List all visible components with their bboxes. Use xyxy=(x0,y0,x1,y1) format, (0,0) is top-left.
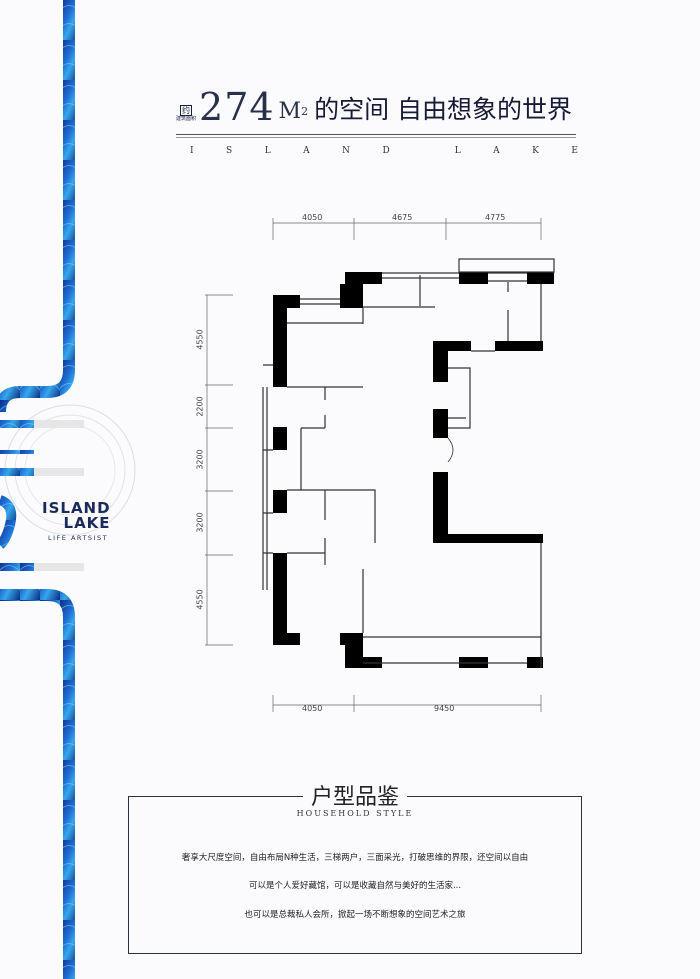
decorative-blue-band xyxy=(0,0,136,979)
description-line: 奢享大尺度空间，自由布局N种生活，三梯两户，三面采光，打破思维的界限，还空间以自… xyxy=(181,853,529,863)
dim-left-1: 4550 xyxy=(195,329,205,350)
area-unit: M2 xyxy=(278,99,309,124)
dim-left-4: 3200 xyxy=(195,512,205,533)
divider xyxy=(176,137,576,138)
dim-left-2: 2200 xyxy=(195,396,205,417)
partitions xyxy=(262,258,555,668)
walls xyxy=(273,272,554,668)
dim-bottom-2: 9450 xyxy=(434,704,455,713)
description-line: 也可以是总裁私人会所，掀起一场不断想象的空间艺术之旅 xyxy=(244,910,466,920)
description-box: 户型品鉴 HOUSEHOLD STYLE 奢享大尺度空间，自由布局N种生活，三梯… xyxy=(128,785,582,954)
logo-wordmark: ISLAND LAKE xyxy=(42,501,111,531)
badge-main: 约 xyxy=(180,105,192,116)
logo-tagline: LIFE ARTSIST xyxy=(48,534,109,542)
headline: 约 建筑面积 274 M2 的空间 自由想象的世界 xyxy=(176,86,572,126)
description-line: 可以是个人爱好藏馆，可以是收藏自然与美好的生活家... xyxy=(248,881,462,891)
description-title: 户型品鉴 xyxy=(129,779,581,811)
dim-top-2: 4675 xyxy=(392,213,413,222)
logo-line1: ISLAND xyxy=(42,499,111,517)
badge-sub: 建筑面积 xyxy=(176,116,197,122)
logo-line2: LAKE xyxy=(63,514,111,532)
area-badge: 约 建筑面积 xyxy=(176,105,196,122)
dim-top-3: 4775 xyxy=(485,213,506,222)
description-subtitle: HOUSEHOLD STYLE xyxy=(296,809,414,818)
dim-bottom-1: 4050 xyxy=(302,704,323,713)
headline-text: 的空间 自由想象的世界 xyxy=(314,95,573,124)
dim-top-1: 4050 xyxy=(302,213,323,222)
area-number: 274 xyxy=(199,85,275,129)
dimension-lines xyxy=(205,218,542,712)
dim-left-3: 3200 xyxy=(195,449,205,470)
dim-left-5: 4550 xyxy=(195,589,205,610)
divider xyxy=(176,134,576,135)
